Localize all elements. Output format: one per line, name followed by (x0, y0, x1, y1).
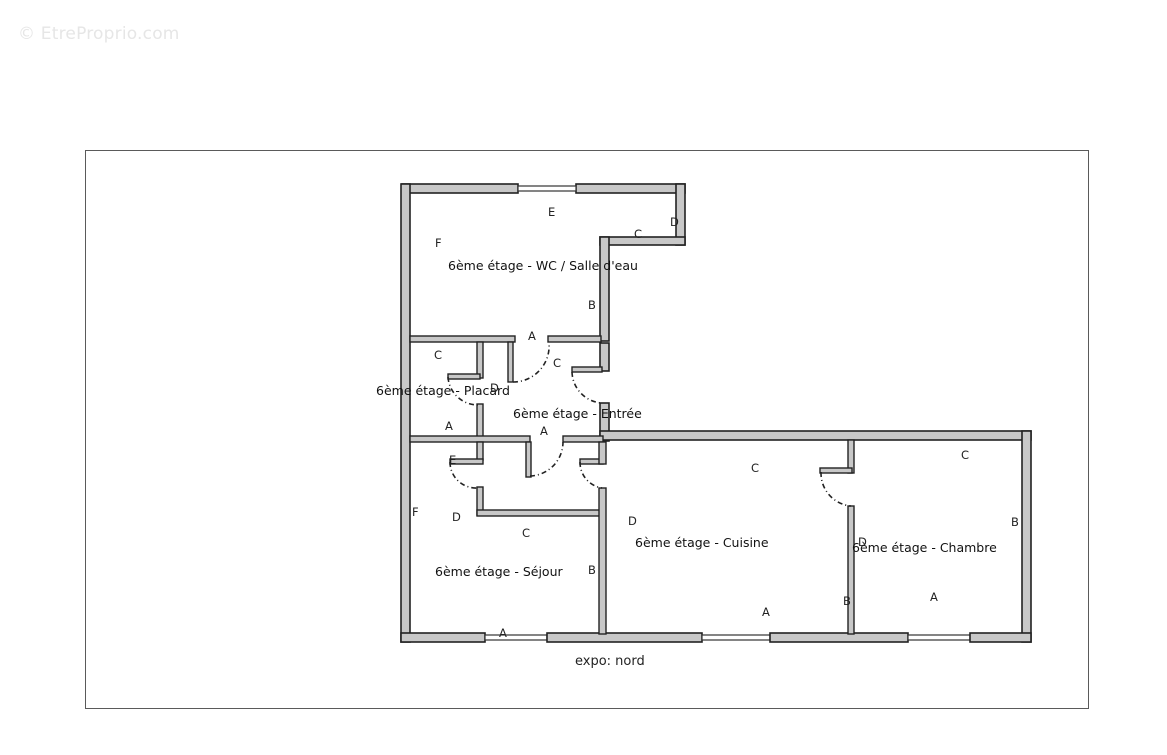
room-label-wc: 6ème étage - WC / Salle d'eau (448, 258, 638, 273)
door-entry-sejour (529, 441, 564, 477)
wall-letter-wc: D (670, 215, 679, 229)
wall-letter-sejour: F (412, 505, 419, 519)
outer-walls (400, 183, 1032, 643)
room-label-sejour: 6ème étage - Séjour (435, 564, 563, 579)
plan-frame (85, 150, 1089, 709)
door-cuisine (579, 461, 603, 489)
wall-letter-wc: E (548, 205, 555, 219)
room-label-cuisine: 6ème étage - Cuisine (635, 535, 769, 550)
wall-letter-wc: C (634, 227, 642, 241)
wall-letter-cuisine: D (628, 514, 637, 528)
wall-letter-wc: A (528, 329, 536, 343)
exposure-label: expo: nord (575, 654, 645, 669)
door-entry-right (571, 371, 603, 404)
watermark: © EtreProprio.com (18, 24, 180, 44)
wall-letter-entree: A (540, 424, 548, 438)
wall-letter-chambre: A (930, 590, 938, 604)
room-labels: 6ème étage - WC / Salle d'eauEFDCBA6ème … (376, 205, 1019, 640)
wall-letter-cuisine: C (751, 461, 759, 475)
door-placard (447, 376, 479, 406)
wall-letter-sejour: E (449, 453, 456, 467)
door-swings (447, 342, 852, 507)
room-label-placard: 6ème étage - Placard (376, 383, 510, 398)
door-wc-entry (512, 342, 550, 383)
room-label-entree: 6ème étage - Entrée (513, 406, 642, 421)
wall-letter-sejour: B (588, 563, 596, 577)
door-chambre (820, 471, 852, 507)
wall-letter-chambre: C (961, 448, 969, 462)
wall-letter-wc: B (588, 298, 596, 312)
wall-letter-placard: C (434, 348, 442, 362)
wall-letter-chambre: D (858, 535, 867, 549)
door-sejour-corridor (449, 461, 478, 489)
wall-letter-sejour: C (522, 526, 530, 540)
wall-letter-entree: C (553, 356, 561, 370)
wall-letter-sejour: D (452, 510, 461, 524)
wall-letter-placard: D (490, 381, 499, 395)
room-label-chambre: 6ème étage - Chambre (852, 540, 997, 555)
wall-letter-cuisine: B (843, 594, 851, 608)
wall-letter-wc: F (435, 236, 442, 250)
wall-letter-cuisine: A (762, 605, 770, 619)
wall-letter-placard: A (445, 419, 453, 433)
interior-walls (409, 335, 855, 635)
wall-letter-sejour: A (499, 626, 507, 640)
wall-letter-chambre: B (1011, 515, 1019, 529)
